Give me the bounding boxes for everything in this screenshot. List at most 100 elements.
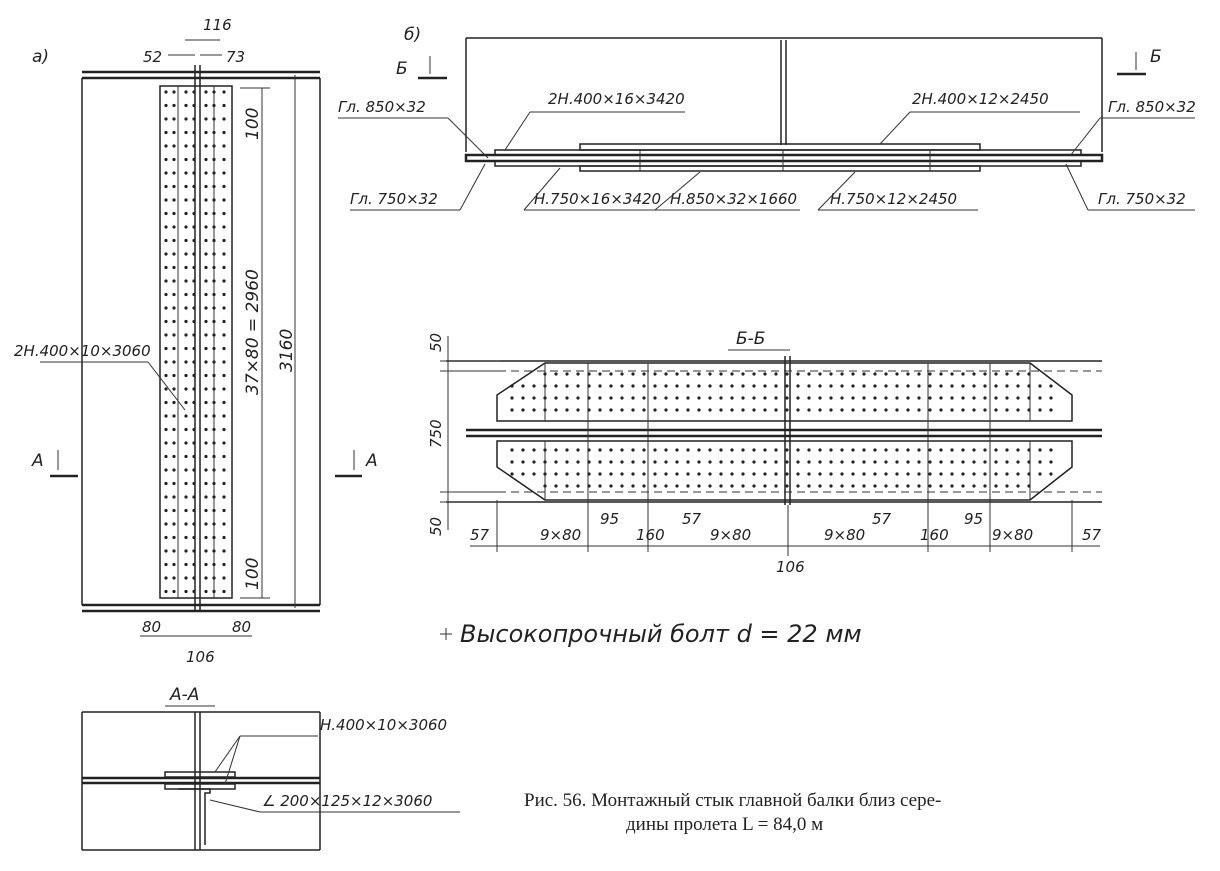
bolt-mark — [222, 103, 226, 108]
bolt-mark — [741, 372, 745, 376]
bolt-mark — [862, 472, 866, 476]
bolt-mark — [818, 472, 822, 476]
bolt-mark — [983, 396, 987, 400]
bolt-mark — [950, 384, 954, 388]
bolt-mark — [961, 408, 965, 412]
bolt-mark — [172, 103, 176, 108]
bolt-mark — [172, 157, 176, 162]
bolt-mark — [192, 481, 196, 486]
bolt-mark — [873, 484, 877, 488]
bolt-mark — [184, 198, 188, 202]
bolt-mark — [565, 372, 569, 376]
dim-a-end-bottom: 100 — [243, 558, 263, 590]
bolt-mark — [928, 372, 932, 376]
bolt-mark — [204, 90, 208, 94]
bolt-mark — [543, 372, 547, 376]
bolt-mark — [653, 384, 657, 388]
bolt-mark — [172, 576, 176, 580]
bolt-mark — [184, 549, 188, 553]
bolt-mark — [785, 448, 789, 452]
bolt-mark — [587, 408, 591, 412]
bolt-mark — [204, 589, 208, 594]
bolt-mark — [172, 292, 176, 297]
bolt-mark — [554, 384, 558, 388]
dim-a-overall: 3160 — [277, 329, 297, 372]
bolt-mark — [895, 408, 899, 412]
bolt-mark — [961, 484, 965, 488]
bolt-mark — [873, 372, 877, 376]
bolt-mark — [950, 372, 954, 376]
bolt-mark — [565, 448, 569, 452]
bolt-mark — [172, 562, 176, 567]
bolt-mark — [576, 472, 580, 476]
bolt-mark — [972, 448, 976, 452]
bolt-mark — [1005, 472, 1009, 476]
bolt-mark — [184, 265, 188, 270]
bolt-mark — [212, 225, 216, 229]
bolt-mark — [994, 408, 998, 412]
bolt-mark — [212, 157, 216, 162]
bolt-mark — [862, 372, 866, 376]
bolt-mark — [172, 414, 176, 418]
bolt-mark — [719, 396, 723, 400]
bolt-mark — [1049, 448, 1053, 452]
bolt-mark — [192, 117, 196, 121]
bolt-mark — [719, 372, 723, 376]
bolt-mark — [172, 279, 176, 283]
bolt-mark — [983, 472, 987, 476]
bolt-mark — [212, 198, 216, 202]
bolt-mark — [972, 372, 976, 376]
dim-bb-50-bottom: 50 — [427, 517, 445, 536]
bolt-mark — [172, 333, 176, 337]
flange-label-tl: Гл. 850×32 — [338, 98, 426, 116]
bolt-mark — [631, 384, 635, 388]
bolt-mark — [950, 448, 954, 452]
bolt-mark — [620, 472, 624, 476]
bolt-mark — [164, 211, 168, 216]
bolt-mark — [1016, 396, 1020, 400]
bolt-mark — [192, 576, 196, 580]
bolt-mark — [796, 472, 800, 476]
bolt-mark — [609, 484, 613, 488]
bolt-mark — [212, 346, 216, 351]
bolt-mark — [184, 333, 188, 337]
bolt-mark — [895, 384, 899, 388]
bolt-mark — [204, 346, 208, 351]
bolt-mark — [774, 396, 778, 400]
dim-bb-9x80-d: 9×80 — [992, 526, 1033, 544]
bolt-mark — [994, 448, 998, 452]
bolt-mark — [851, 372, 855, 376]
bolt-mark — [212, 414, 216, 418]
bolt-mark — [212, 481, 216, 486]
bolt-mark — [763, 396, 767, 400]
bolt-mark — [222, 549, 226, 553]
bolt-mark — [192, 171, 196, 175]
bolt-mark — [212, 306, 216, 310]
bolt-mark — [763, 384, 767, 388]
bolt-mark — [510, 460, 514, 464]
bolt-mark — [873, 396, 877, 400]
bolt-mark — [554, 396, 558, 400]
bolt-mark — [164, 292, 168, 297]
view-b: б) Б Б Гл. 850×32 Гл. 750×32 2Н.400×16×3… — [338, 25, 1196, 211]
bolt-mark — [204, 535, 208, 540]
bolt-mark — [708, 372, 712, 376]
bolt-mark — [1049, 396, 1053, 400]
bolt-mark — [222, 495, 226, 499]
bolt-mark — [851, 384, 855, 388]
bolt-mark — [565, 484, 569, 488]
bolt-mark — [598, 484, 602, 488]
bolt-mark — [917, 384, 921, 388]
bolt-mark — [730, 484, 734, 488]
bolt-mark — [164, 346, 168, 351]
bolt-mark — [917, 472, 921, 476]
bolt-mark — [222, 144, 226, 148]
bolt-mark — [184, 495, 188, 499]
section-mark-b-right: Б — [1150, 47, 1162, 67]
bolt-mark — [961, 460, 965, 464]
bolt-mark — [818, 448, 822, 452]
bolt-mark — [785, 384, 789, 388]
dim-bb-95-b: 95 — [964, 510, 983, 528]
bolt-mark — [212, 130, 216, 135]
bolt-mark — [730, 460, 734, 464]
